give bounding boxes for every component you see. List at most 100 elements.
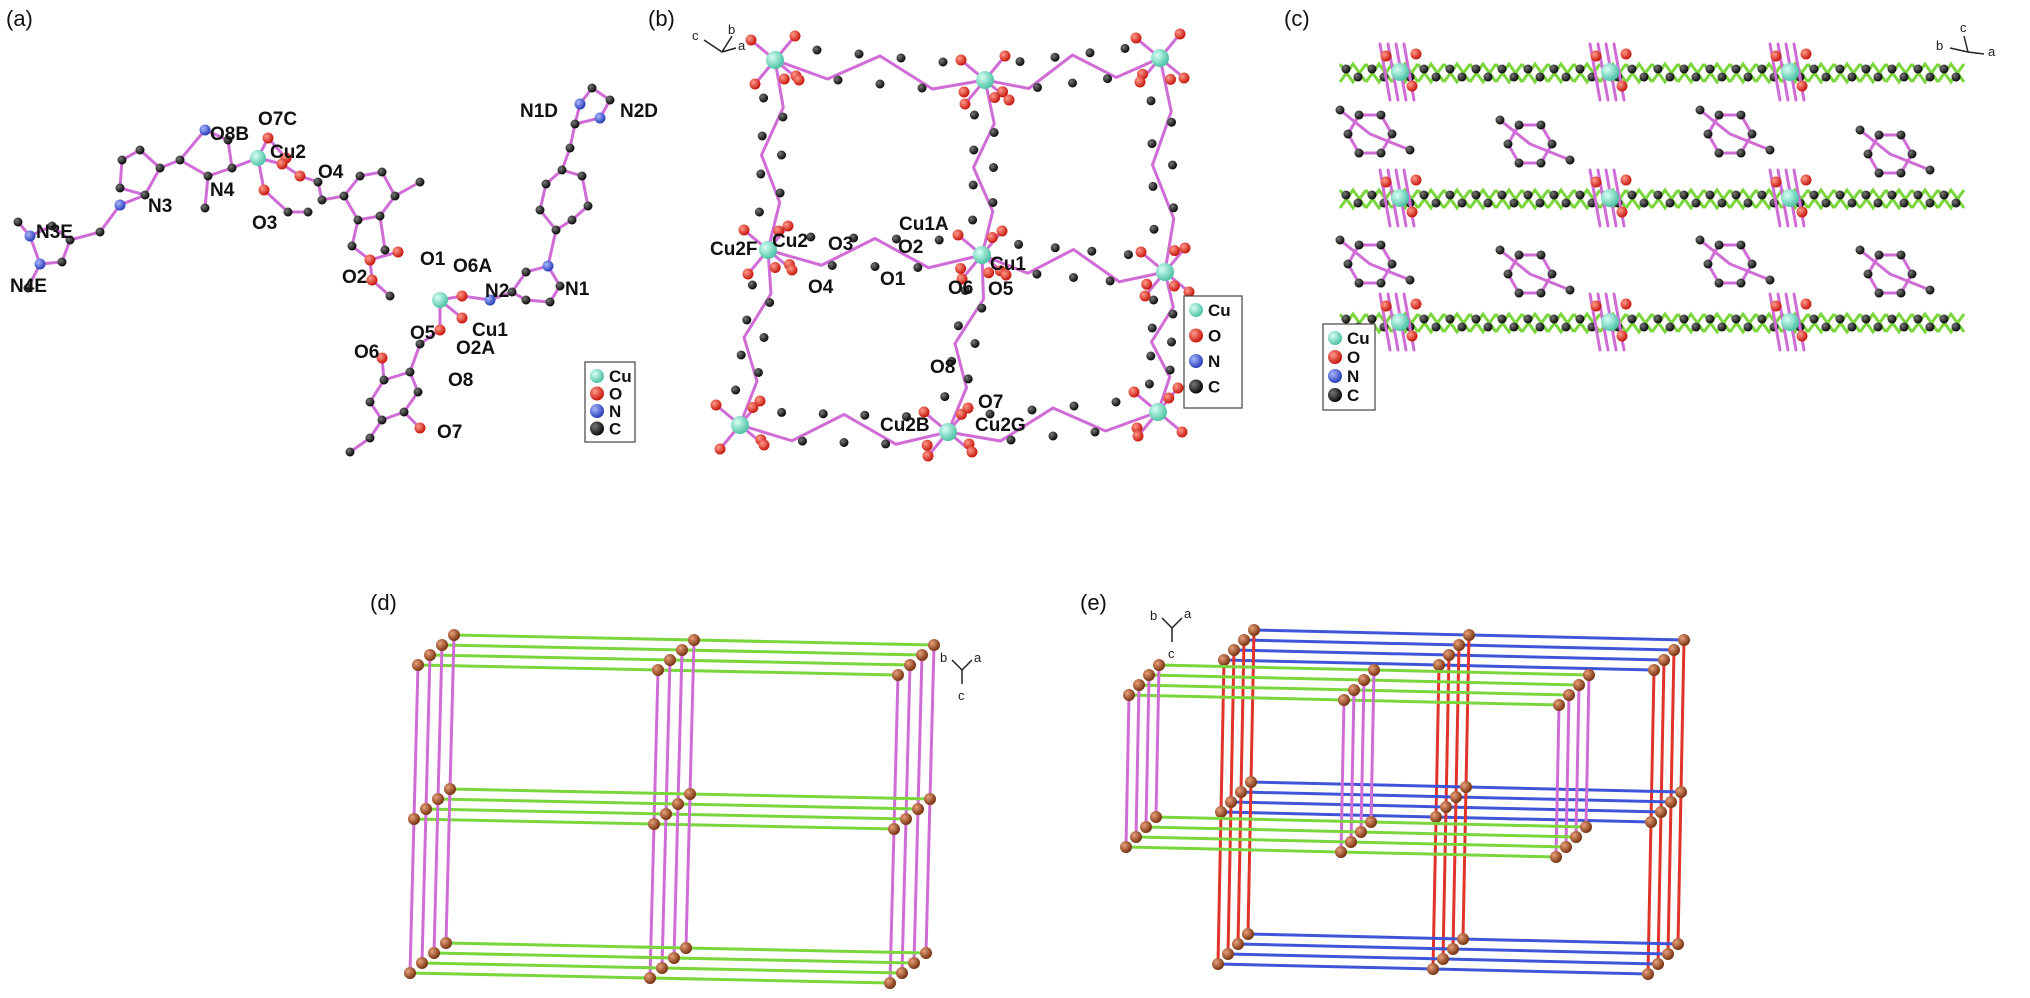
- atom-o: [1179, 242, 1191, 254]
- atom-c: [1703, 129, 1713, 139]
- atom-cu: [759, 241, 777, 259]
- atom-o: [1132, 430, 1144, 442]
- atom-c: [812, 45, 822, 55]
- atom-c: [570, 119, 580, 129]
- atom-o: [955, 54, 967, 66]
- atom-c: [1536, 158, 1546, 168]
- topology-node: [1658, 654, 1670, 666]
- topology-node: [1232, 938, 1244, 950]
- atom-c: [1471, 314, 1481, 324]
- atom-cu: [1156, 263, 1174, 281]
- atom-cu: [250, 150, 266, 166]
- atom-c: [854, 49, 864, 59]
- atom-c: [1653, 314, 1663, 324]
- atom-c: [1147, 139, 1157, 149]
- atom-c: [1809, 314, 1819, 324]
- atom-o: [1172, 382, 1184, 394]
- atom-c: [1705, 190, 1715, 200]
- atom-o: [1168, 280, 1180, 292]
- atom-c: [1033, 82, 1042, 92]
- atom-n: [590, 404, 604, 418]
- atom-cu: [1391, 189, 1409, 207]
- atom-o: [276, 158, 288, 170]
- atom-c: [1471, 64, 1481, 74]
- atom-c: [1887, 314, 1897, 324]
- atom-c: [1050, 243, 1060, 253]
- axis-label: a: [1184, 606, 1192, 621]
- atom-label: Cu1: [990, 254, 1026, 275]
- atom-o: [262, 132, 274, 144]
- atom-cu: [1601, 313, 1619, 331]
- atom-c: [1847, 198, 1857, 208]
- atom-cu: [1601, 63, 1619, 81]
- atom-label: O2A: [456, 338, 495, 359]
- atom-c: [1861, 314, 1871, 324]
- atom-o: [1163, 392, 1175, 404]
- atom-o: [1141, 278, 1153, 290]
- atom-label: O6: [948, 278, 973, 299]
- atom-cu: [976, 71, 994, 89]
- topology-node: [1570, 831, 1582, 843]
- atom-c: [747, 280, 757, 290]
- atom-c: [1471, 190, 1481, 200]
- atom-o: [758, 439, 770, 451]
- atom-label: O1: [880, 269, 906, 290]
- atom-o: [1620, 298, 1632, 310]
- atom-c: [117, 155, 127, 165]
- atom-c: [1913, 64, 1923, 74]
- atom-o: [1406, 80, 1418, 92]
- atom-cu: [1781, 313, 1799, 331]
- atom-c: [1873, 198, 1883, 208]
- atom-c: [551, 225, 561, 235]
- atom-o: [956, 273, 968, 285]
- atom-c: [1549, 190, 1559, 200]
- atom-c: [1679, 314, 1689, 324]
- atom-c: [940, 392, 950, 402]
- atom-o: [1770, 50, 1782, 62]
- atom-c: [1757, 314, 1767, 324]
- atom-label: O7C: [258, 109, 297, 130]
- atom-c: [1387, 129, 1397, 139]
- topology-node: [1460, 781, 1472, 793]
- topology-node: [1457, 933, 1469, 945]
- topology-node: [1437, 953, 1449, 965]
- atom-c: [1809, 64, 1819, 74]
- atom-c: [1695, 105, 1705, 115]
- atom-c: [742, 315, 752, 325]
- atom-o: [1000, 269, 1012, 281]
- topology-node: [1642, 968, 1654, 980]
- atom-o: [434, 324, 446, 336]
- atom-c: [223, 135, 233, 145]
- atom-cu: [973, 246, 991, 264]
- atom-c: [1717, 72, 1727, 82]
- atom-label: O6A: [453, 256, 492, 277]
- atom-c: [200, 203, 210, 213]
- atom-c: [1874, 130, 1884, 140]
- atom-c: [1887, 64, 1897, 74]
- atom-c: [1821, 322, 1831, 332]
- atom-c: [1387, 259, 1397, 269]
- atom-c: [1907, 269, 1917, 279]
- bond: [560, 85, 612, 172]
- atom-c: [1431, 322, 1441, 332]
- atom-c: [1549, 64, 1559, 74]
- atom-label: N2D: [620, 101, 658, 122]
- atom-c: [1341, 314, 1351, 324]
- topology-node: [1225, 796, 1237, 808]
- atom-c: [1535, 72, 1545, 82]
- atom-label: N2: [485, 281, 509, 302]
- atom-c: [1523, 64, 1533, 74]
- topology-link: [1564, 694, 1571, 848]
- atom-c: [1341, 64, 1351, 74]
- atom-o: [959, 98, 971, 110]
- atom-c: [1165, 365, 1175, 375]
- atom-c: [989, 128, 999, 137]
- atom-c: [1167, 337, 1176, 347]
- atom-c: [1168, 160, 1177, 170]
- topology-node: [408, 813, 420, 825]
- atom-c: [1050, 52, 1060, 62]
- atom-c: [535, 205, 545, 215]
- atom-o: [745, 34, 757, 46]
- atom-c: [1431, 198, 1441, 208]
